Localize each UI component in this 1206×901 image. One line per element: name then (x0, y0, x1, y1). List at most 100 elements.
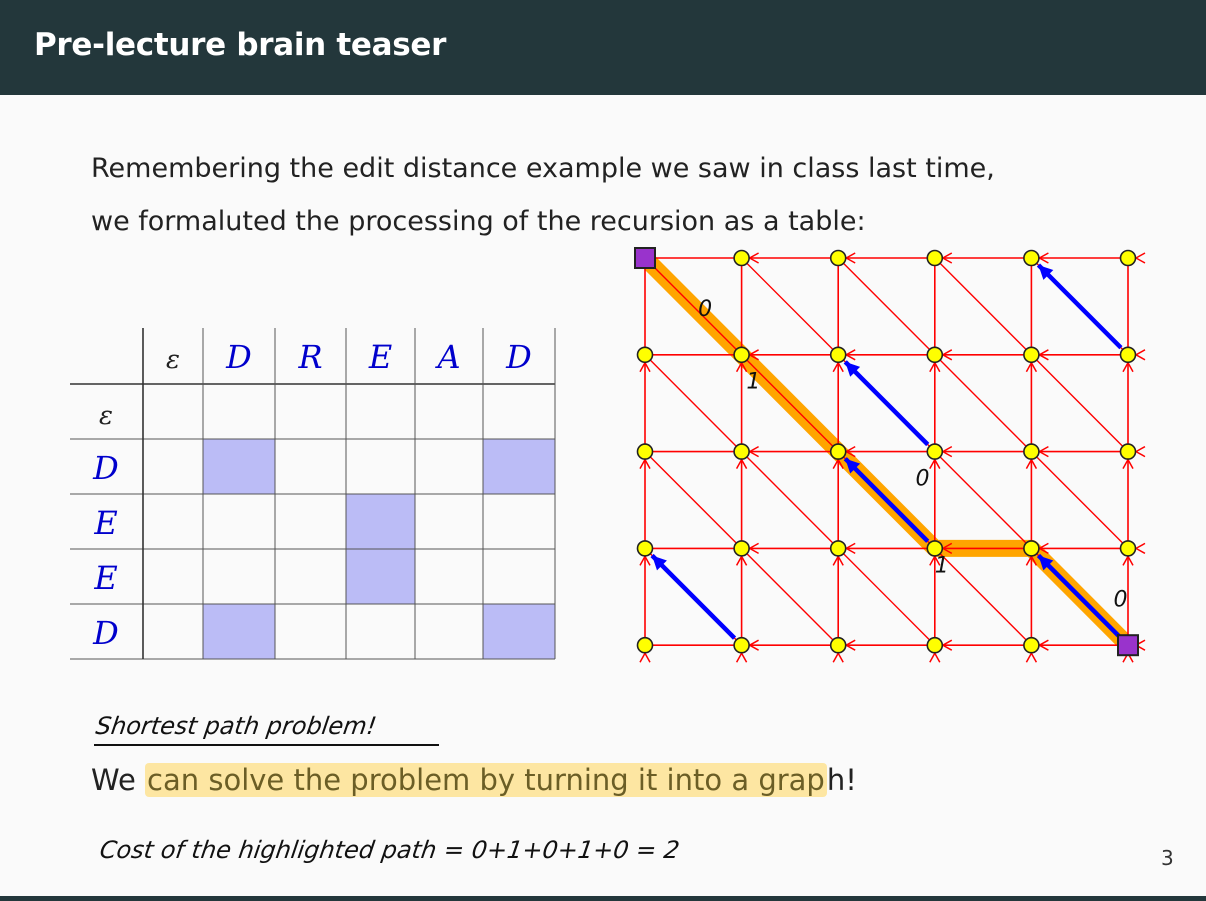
graph-node (1023, 443, 1040, 460)
match-arrowhead (1038, 555, 1054, 571)
edge-arrowhead (1135, 252, 1146, 264)
edge-arrowhead (832, 652, 844, 663)
edge-arrowhead (639, 556, 651, 566)
edge-arrowhead (1135, 542, 1146, 555)
edge-arrowhead (749, 445, 759, 458)
edge-arrowhead (639, 652, 651, 663)
match-cell (483, 604, 555, 659)
graph-node (733, 636, 750, 654)
edge-arrowhead (1122, 459, 1134, 469)
edge-arrowhead (942, 542, 953, 555)
graph-node (1023, 346, 1040, 364)
graph-node (733, 346, 750, 364)
edge-arrowhead (942, 252, 953, 264)
graph-node (1023, 249, 1040, 267)
path-cost-label: 0 (1114, 587, 1128, 612)
edge-arrowhead (845, 542, 856, 555)
graph-node (829, 540, 847, 557)
row-header: E (93, 559, 117, 597)
match-arrow (843, 457, 930, 543)
edge-arrowhead (1039, 542, 1049, 555)
graph-edge (1030, 451, 1129, 549)
graph-node (733, 249, 750, 267)
match-arrow (1036, 553, 1123, 640)
graph-node (1023, 636, 1040, 654)
edge-arrowhead (749, 252, 759, 264)
edge-arrowhead (1025, 459, 1038, 469)
graph-node (1119, 249, 1137, 267)
edge-arrowhead (1122, 556, 1134, 566)
edge-arrowhead (639, 459, 651, 469)
page-number: 3 (1161, 846, 1174, 870)
path-cost-label: 1 (935, 554, 949, 579)
graph-node (926, 249, 944, 267)
annotation-underline (94, 744, 439, 746)
graph-edge (741, 451, 839, 549)
edge-arrowhead (749, 349, 759, 361)
graph-node (926, 443, 944, 460)
col-header: D (225, 338, 252, 376)
edge-arrowhead (832, 556, 844, 566)
intro-text: Remembering the edit distance example we… (91, 142, 1141, 248)
edge-arrowhead (735, 556, 748, 566)
intro-line-1: Remembering the edit distance example we… (91, 153, 995, 184)
graph-node (829, 636, 847, 654)
edge-arrowhead (1025, 362, 1038, 373)
edge-arrowhead (845, 252, 856, 264)
row-header: D (92, 614, 119, 652)
path-cost-label: 0 (698, 297, 712, 322)
edge-arrowhead (1135, 349, 1146, 361)
path-cost-label: 1 (746, 370, 760, 395)
graph-edge (934, 451, 1032, 549)
graph-edge (934, 354, 1032, 453)
graph-node (733, 540, 750, 557)
graph-node (733, 443, 750, 460)
match-cell (203, 604, 275, 659)
graph-node (829, 346, 847, 364)
graph-node (636, 346, 654, 364)
graph-edge (934, 257, 1032, 356)
graph-node (1119, 346, 1137, 364)
graph-edge (741, 257, 839, 356)
edge-arrowhead (1039, 445, 1049, 458)
match-arrow (1036, 263, 1123, 350)
graph-node (926, 636, 944, 654)
edge-arrowhead (929, 556, 941, 566)
graph-node (926, 540, 944, 557)
graph-edge (837, 547, 936, 646)
graph-edge (644, 257, 743, 356)
row-header: E (93, 504, 117, 542)
graph-edge (644, 451, 743, 549)
graph-node (829, 443, 847, 460)
edge-arrowhead (735, 362, 748, 373)
graph-node (829, 249, 847, 267)
row-header: D (92, 449, 119, 487)
edge-arrowhead (832, 362, 844, 373)
match-arrowhead (845, 458, 861, 474)
graph-node (636, 443, 654, 460)
match-arrow (650, 553, 737, 640)
conclusion-suffix: h! (826, 763, 857, 797)
edge-arrowhead (845, 445, 856, 458)
match-arrowhead (845, 361, 861, 377)
edge-arrowhead (1039, 349, 1049, 361)
slide-title: Pre-lecture brain teaser (34, 27, 447, 63)
edge-arrowhead (942, 639, 953, 651)
match-arrowhead (1038, 265, 1054, 280)
graph-edge (837, 257, 936, 356)
edge-arrowhead (1039, 252, 1049, 264)
col-header: A (434, 338, 460, 376)
conclusion-prefix: We (91, 763, 146, 797)
match-cell (346, 549, 415, 604)
graph-edge (741, 354, 839, 453)
edge-arrowhead (942, 349, 953, 361)
graph-edge (644, 354, 743, 453)
edge-arrowhead (942, 445, 953, 458)
graph-node (1023, 540, 1040, 557)
start-node (634, 247, 656, 269)
edge-arrowhead (1025, 652, 1038, 663)
edge-arrowhead (929, 459, 941, 469)
row-header: ε (99, 401, 113, 431)
